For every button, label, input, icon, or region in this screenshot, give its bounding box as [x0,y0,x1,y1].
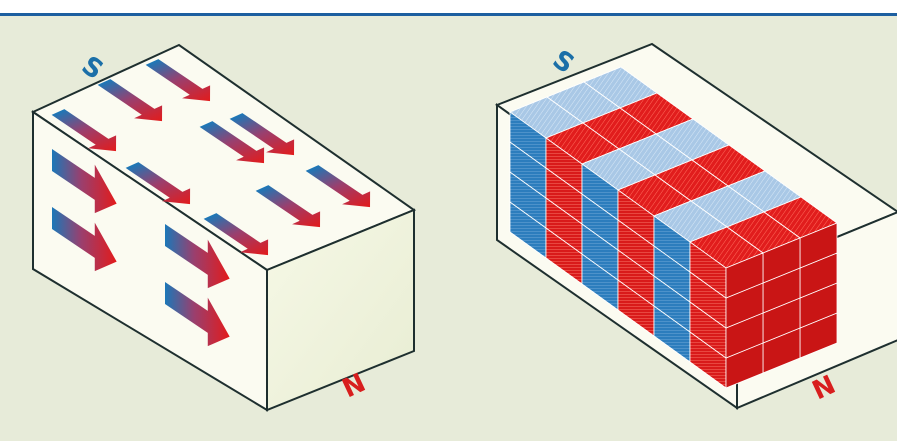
magnetization-arrow [199,121,265,164]
segmented-magnet-block: S N [494,42,897,410]
magnetization-arrow [97,79,163,122]
front-face-arrows [52,149,230,347]
top-face-arrows [51,59,371,256]
magnetization-arrow [165,282,230,347]
magnet-segments [509,66,838,389]
solid-magnet-block: S N [30,43,417,412]
magnetization-arrow [305,165,371,208]
magnetization-arrow [125,162,191,205]
magnetization-arrow [203,213,269,256]
magnetization-arrow [145,59,211,102]
magnetization-arrow [51,109,117,152]
top-rule [0,0,897,16]
magnetization-arrow [255,185,321,228]
magnetization-arrow [52,207,117,272]
magnetization-arrow [229,113,295,156]
north-segment [689,226,764,299]
magnetization-arrow [52,149,117,214]
magnetization-arrow [165,224,230,289]
solid-block-edge-dotted [32,111,415,271]
